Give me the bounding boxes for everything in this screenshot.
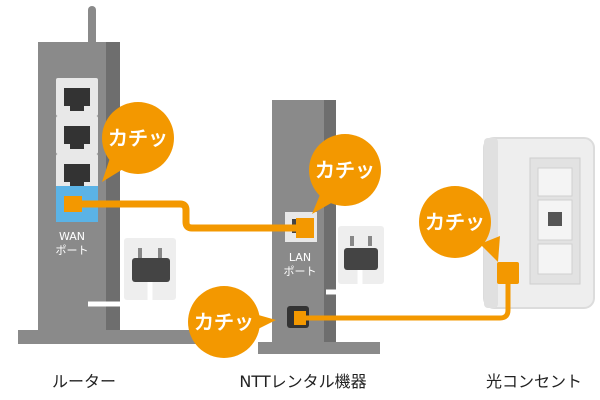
click-badge-router: カチッ bbox=[102, 102, 174, 182]
ntt-power-outlet bbox=[326, 226, 384, 295]
router-lan-port bbox=[56, 154, 98, 192]
wan-plug bbox=[64, 196, 82, 212]
optical-outlet-side bbox=[484, 138, 498, 308]
lan-plug bbox=[296, 218, 314, 238]
click-badge-fiber: カチッ bbox=[188, 286, 276, 358]
router-lan-port bbox=[56, 78, 98, 116]
click-badge-ntt: カチッ bbox=[309, 134, 381, 214]
wan-port-label-line2: ポート bbox=[56, 244, 89, 257]
click-badge-fiber-text: カチッ bbox=[194, 310, 254, 334]
router-antenna bbox=[88, 6, 96, 46]
router-side bbox=[106, 42, 120, 338]
lan-port-label-line1: LAN bbox=[289, 251, 311, 264]
click-badge-outlet-text: カチッ bbox=[425, 210, 485, 234]
click-badge-ntt-text: カチッ bbox=[315, 158, 375, 182]
lan-port-label-line2: ポート bbox=[284, 265, 317, 278]
fiber-plug-ntt bbox=[294, 311, 306, 325]
router-power-outlet bbox=[88, 238, 176, 307]
router-caption: ルーター bbox=[51, 372, 117, 391]
fiber-cable bbox=[294, 262, 519, 325]
wan-port-label-line1: WAN bbox=[59, 230, 85, 243]
lan-cable bbox=[64, 196, 314, 238]
router-base bbox=[18, 330, 200, 344]
ntt-device-base bbox=[258, 342, 380, 354]
optical-outlet-caption: 光コンセント bbox=[485, 372, 583, 391]
click-badge-outlet: カチッ bbox=[419, 186, 500, 262]
click-badge-router-text: カチッ bbox=[108, 126, 168, 150]
router-lan-port bbox=[56, 116, 98, 154]
ntt-device-caption: NTTレンタル機器 bbox=[239, 372, 367, 391]
fiber-plug-outlet bbox=[497, 262, 519, 284]
